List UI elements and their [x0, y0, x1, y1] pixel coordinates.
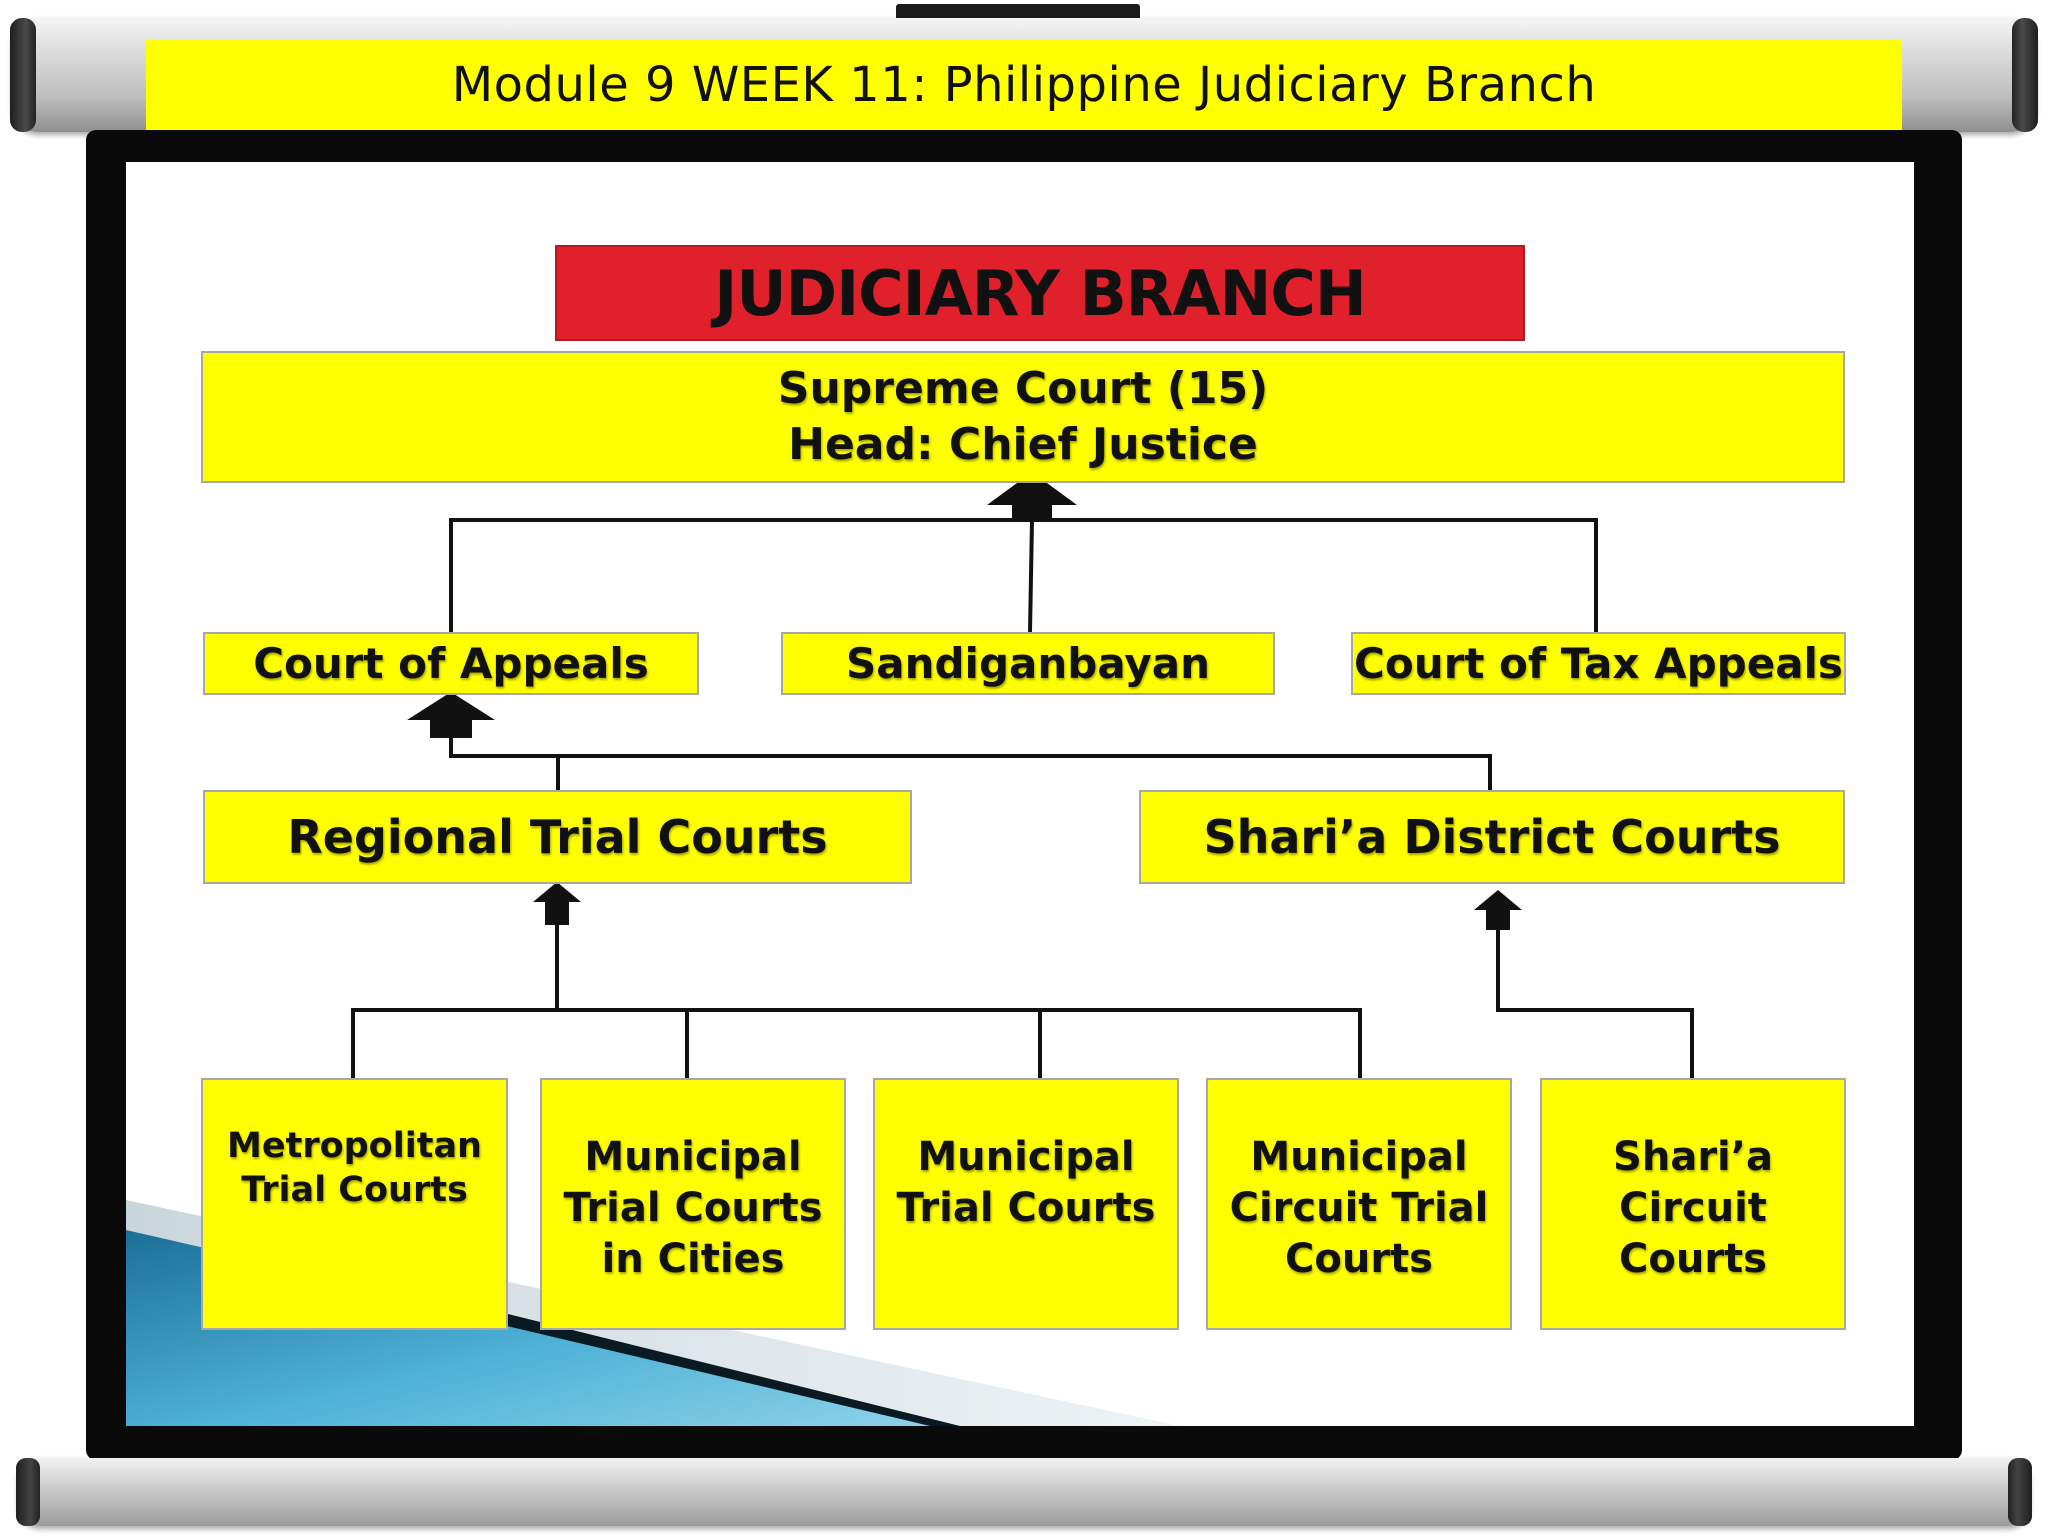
sandiganbayan-box: Sandiganbayan	[781, 632, 1275, 695]
court-label-line: Courts	[1285, 1236, 1433, 1282]
court-label-line: Courts	[1619, 1236, 1767, 1282]
court-label-line: Trial Courts	[563, 1185, 823, 1231]
court-label-line: Municipal	[584, 1134, 802, 1180]
municipal-trial-courts-box: Municipal Trial Courts	[873, 1078, 1179, 1330]
municipal-circuit-trial-courts-box: Municipal Circuit Trial Courts	[1206, 1078, 1512, 1330]
court-of-appeals-box: Court of Appeals	[203, 632, 699, 695]
court-label-line: Circuit Trial	[1229, 1185, 1489, 1231]
court-of-appeals-label: Court of Appeals	[253, 639, 649, 688]
sharia-circuit-courts-box: Shari’a Circuit Courts	[1540, 1078, 1846, 1330]
supreme-court-head-label: Head: Chief Justice	[788, 419, 1258, 470]
arrow-up-icon	[533, 882, 581, 925]
sandiganbayan-label: Sandiganbayan	[846, 639, 1210, 688]
court-label-line: Circuit	[1619, 1185, 1767, 1231]
court-label-line: Shari’a	[1613, 1134, 1773, 1180]
court-label-line: Trial Courts	[241, 1170, 468, 1210]
court-label-line: Trial Courts	[896, 1185, 1156, 1231]
arrow-up-icon	[1474, 890, 1522, 930]
sharia-district-courts-box: Shari’a District Courts	[1139, 790, 1845, 884]
court-of-tax-appeals-label: Court of Tax Appeals	[1354, 639, 1843, 688]
municipal-trial-courts-in-cities-box: Municipal Trial Courts in Cities	[540, 1078, 846, 1330]
screen-bottom-bar	[18, 1458, 2030, 1526]
regional-trial-courts-box: Regional Trial Courts	[203, 790, 912, 884]
screen-handle	[896, 4, 1140, 20]
top-roller-left-cap	[10, 18, 36, 132]
court-label-line: Municipal	[917, 1134, 1135, 1180]
arrow-up-icon	[987, 472, 1077, 522]
supreme-court-label: Supreme Court (15)	[777, 363, 1269, 414]
supreme-court-box: Supreme Court (15) Head: Chief Justice	[201, 351, 1845, 483]
bottom-bar-left-cap	[16, 1458, 40, 1526]
page-title: Module 9 WEEK 11: Philippine Judiciary B…	[146, 40, 1902, 130]
court-label-line: Metropolitan	[227, 1126, 482, 1166]
sharia-district-courts-label: Shari’a District Courts	[1203, 810, 1781, 864]
court-label-line: in Cities	[601, 1236, 785, 1282]
court-of-tax-appeals-box: Court of Tax Appeals	[1351, 632, 1846, 695]
court-label-line: Municipal	[1250, 1134, 1468, 1180]
judiciary-branch-banner: JUDICIARY BRANCH	[555, 245, 1525, 341]
arrow-up-icon	[407, 692, 495, 738]
top-roller-right-cap	[2012, 18, 2038, 132]
bottom-bar-right-cap	[2008, 1458, 2032, 1526]
regional-trial-courts-label: Regional Trial Courts	[287, 810, 828, 864]
metropolitan-trial-courts-box: Metropolitan Trial Courts	[201, 1078, 508, 1330]
